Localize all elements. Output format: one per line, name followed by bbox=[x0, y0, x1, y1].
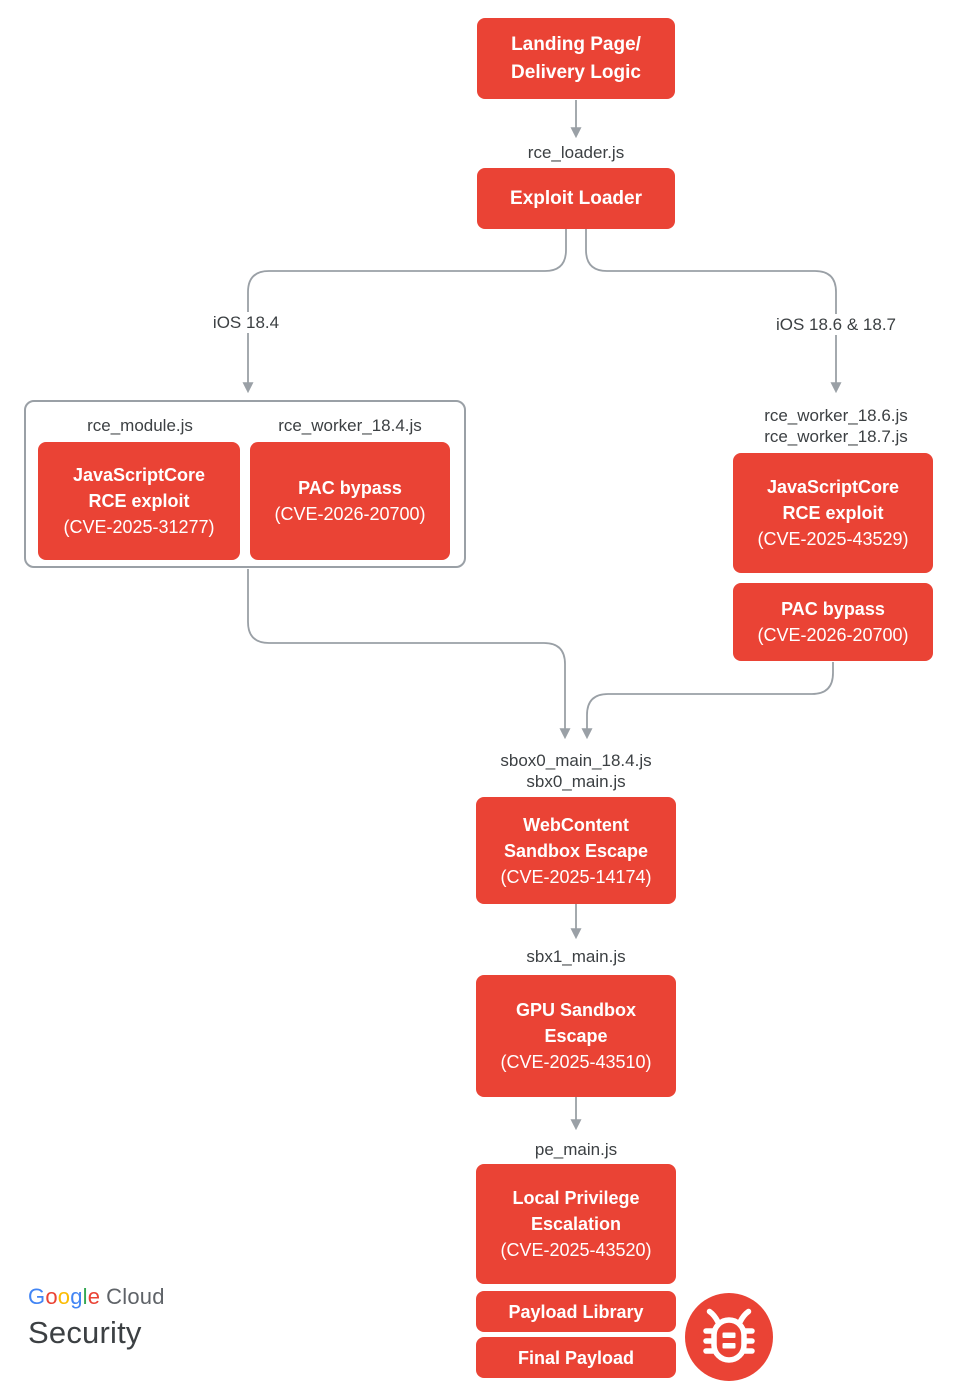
node-jsc-rce-exploit-18-4: JavaScriptCore RCE exploit (CVE-2025-312… bbox=[38, 442, 240, 560]
bug-icon bbox=[685, 1293, 773, 1381]
jsc-18-6-line2: RCE exploit bbox=[782, 503, 884, 523]
file-label-pe-main: pe_main.js bbox=[529, 1139, 623, 1160]
gpu-line1: GPU Sandbox bbox=[515, 1000, 636, 1020]
edge-loader-to-ios186 bbox=[585, 229, 842, 394]
google-letter-o1: o bbox=[45, 1284, 58, 1309]
webcontent-line1: WebContent bbox=[523, 814, 629, 835]
lpe-cve: (CVE-2025-43520) bbox=[500, 1240, 652, 1260]
webcontent-line2: Sandbox Escape bbox=[503, 840, 649, 861]
edge-group184-to-sbox0 bbox=[247, 569, 571, 740]
google-letter-e: e bbox=[87, 1284, 101, 1309]
exploit-loader-label: Exploit Loader bbox=[510, 187, 642, 209]
pac-18-4-line1: PAC bypass bbox=[298, 478, 402, 498]
node-jsc-rce-exploit-18-6: JavaScriptCore RCE exploit (CVE-2025-435… bbox=[733, 453, 933, 573]
jsc-18-6-cve: (CVE-2025-43529) bbox=[757, 529, 909, 549]
lpe-line1: Local Privilege bbox=[512, 1188, 640, 1208]
edge-pac186-to-sbox0 bbox=[581, 662, 834, 740]
file-label-sbox0-main-18-4: sbox0_main_18.4.js bbox=[495, 750, 657, 771]
node-exploit-loader: Exploit Loader bbox=[477, 168, 675, 229]
google-letter-o2: o bbox=[57, 1284, 71, 1309]
edge-loader-to-ios184 bbox=[242, 229, 567, 394]
file-label-rce-worker-18-7: rce_worker_18.7.js bbox=[759, 426, 913, 447]
cloud-wordmark: Cloud bbox=[106, 1284, 165, 1309]
node-gpu-sandbox-escape: GPU Sandbox Escape (CVE-2025-43510) bbox=[476, 975, 676, 1097]
jsc-18-4-line2: RCE exploit bbox=[88, 491, 190, 511]
jsc-18-4-line1: JavaScriptCore bbox=[72, 465, 206, 485]
webcontent-cve: (CVE-2025-14174) bbox=[500, 866, 652, 887]
node-webcontent-sandbox-escape: WebContent Sandbox Escape (CVE-2025-1417… bbox=[476, 797, 676, 904]
node-pac-bypass-18-4: PAC bypass (CVE-2026-20700) bbox=[250, 442, 450, 560]
landing-line2: Delivery Logic bbox=[511, 61, 641, 83]
gpu-cve: (CVE-2025-43510) bbox=[500, 1052, 652, 1072]
gpu-line2: Escape bbox=[544, 1026, 608, 1046]
google-letter-g2: g bbox=[70, 1284, 83, 1309]
jsc-18-6-line1: JavaScriptCore bbox=[766, 477, 900, 497]
node-final-payload: Final Payload bbox=[476, 1337, 676, 1378]
payload-library-label: Payload Library bbox=[508, 1301, 644, 1322]
pac-18-6-line1: PAC bypass bbox=[781, 599, 885, 619]
lpe-line2: Escalation bbox=[530, 1214, 622, 1234]
branch-label-ios-18-6-18-7: iOS 18.6 & 18.7 bbox=[770, 314, 902, 335]
landing-line1: Landing Page/ bbox=[511, 33, 641, 55]
file-label-sbx0-main: sbx0_main.js bbox=[521, 771, 631, 792]
final-payload-label: Final Payload bbox=[517, 1347, 635, 1368]
node-landing-page: Landing Page/ Delivery Logic bbox=[477, 18, 675, 99]
file-label-rce-loader: rce_loader.js bbox=[522, 142, 630, 163]
node-local-privilege-escalation: Local Privilege Escalation (CVE-2025-435… bbox=[476, 1164, 676, 1284]
jsc-18-4-cve: (CVE-2025-31277) bbox=[63, 517, 215, 537]
node-pac-bypass-18-6: PAC bypass (CVE-2026-20700) bbox=[733, 583, 933, 661]
security-wordmark: Security bbox=[28, 1315, 142, 1350]
node-payload-library: Payload Library bbox=[476, 1291, 676, 1332]
pac-18-4-cve: (CVE-2026-20700) bbox=[274, 504, 426, 524]
google-letter-l: l bbox=[82, 1284, 88, 1309]
google-letter-g: G bbox=[28, 1284, 46, 1309]
file-label-rce-worker-18-4: rce_worker_18.4.js bbox=[278, 416, 422, 435]
file-label-rce-worker-18-6: rce_worker_18.6.js bbox=[759, 405, 913, 426]
file-label-rce-module: rce_module.js bbox=[87, 416, 193, 435]
file-label-sbx1-main: sbx1_main.js bbox=[521, 946, 631, 967]
pac-18-6-cve: (CVE-2026-20700) bbox=[757, 625, 909, 645]
branch-label-ios-18-4: iOS 18.4 bbox=[207, 312, 285, 333]
